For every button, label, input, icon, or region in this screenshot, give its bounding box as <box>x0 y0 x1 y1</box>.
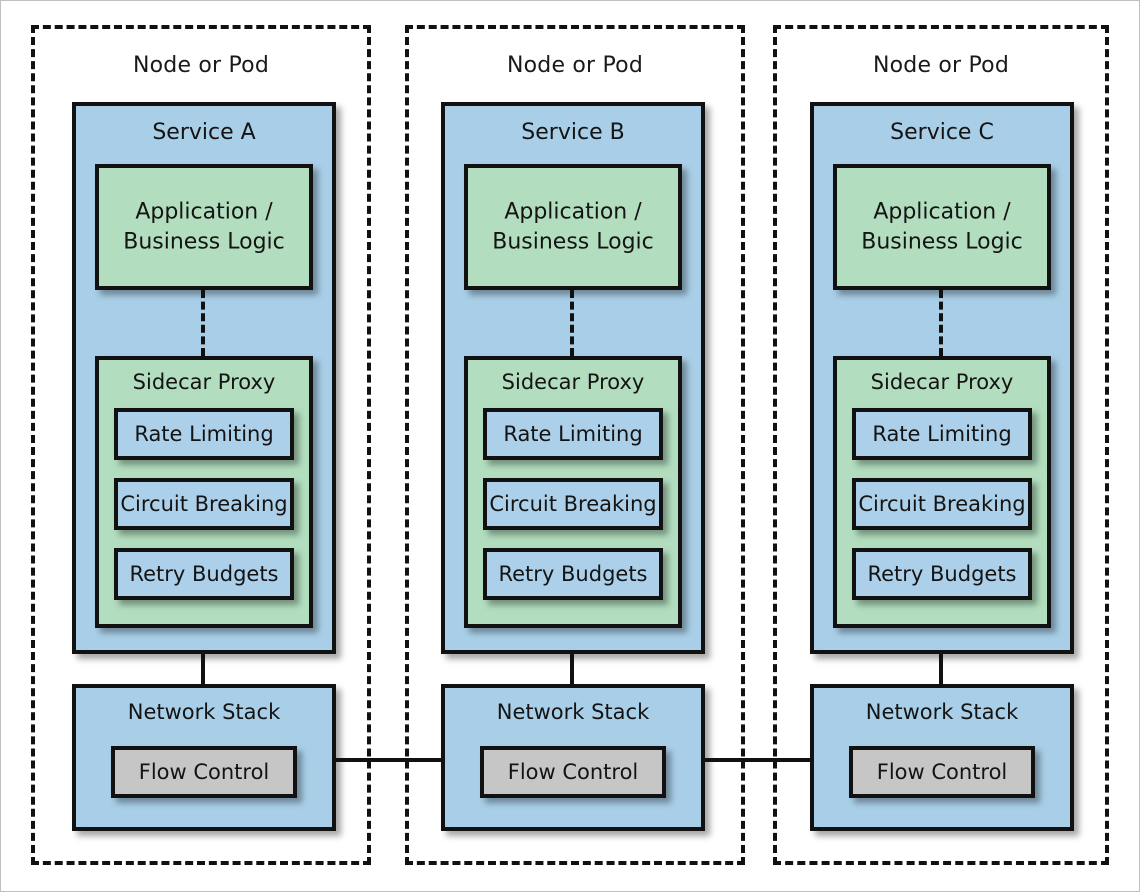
network-link-b-to-c <box>703 758 813 762</box>
flow-control-box-a: Flow Control <box>111 746 297 798</box>
feature-box-retry-budgets-c: Retry Budgets <box>852 548 1032 600</box>
node-pod-container-b: Node or Pod <box>405 25 745 865</box>
node-pod-label-a: Node or Pod <box>132 53 269 78</box>
service-netstack-connector-a <box>201 651 205 687</box>
application-line2-b: Business Logic <box>492 229 654 254</box>
application-line2-c: Business Logic <box>861 229 1023 254</box>
feature-box-rate-limiting-a: Rate Limiting <box>114 408 294 460</box>
flow-control-box-c: Flow Control <box>849 746 1035 798</box>
application-box-c: Application / Business Logic <box>833 164 1051 290</box>
flow-control-label-a: Flow Control <box>138 760 270 784</box>
application-line1-a: Application / <box>135 199 273 225</box>
service-netstack-connector-c <box>939 651 943 687</box>
feature-box-rate-limiting-b: Rate Limiting <box>483 408 663 460</box>
feature-label-retry-budgets-a: Retry Budgets <box>129 562 279 586</box>
application-label-b: Application / Business Logic <box>468 197 678 256</box>
application-line1-b: Application / <box>504 199 642 225</box>
network-stack-title-c: Network Stack <box>865 700 1019 724</box>
feature-label-retry-budgets-c: Retry Budgets <box>867 562 1017 586</box>
application-label-a: Application / Business Logic <box>99 197 309 256</box>
service-netstack-connector-b <box>570 651 574 687</box>
node-pod-container-a: Node or Pod <box>31 25 371 865</box>
feature-label-circuit-breaking-b: Circuit Breaking <box>489 492 657 516</box>
feature-box-circuit-breaking-c: Circuit Breaking <box>852 478 1032 530</box>
application-line1-c: Application / <box>873 199 1011 225</box>
service-title-a: Service A <box>152 120 256 145</box>
application-label-c: Application / Business Logic <box>837 197 1047 256</box>
feature-label-circuit-breaking-a: Circuit Breaking <box>120 492 288 516</box>
feature-box-retry-budgets-b: Retry Budgets <box>483 548 663 600</box>
feature-label-rate-limiting-b: Rate Limiting <box>503 422 643 446</box>
feature-label-rate-limiting-c: Rate Limiting <box>872 422 1012 446</box>
feature-box-circuit-breaking-a: Circuit Breaking <box>114 478 294 530</box>
flow-control-box-b: Flow Control <box>480 746 666 798</box>
app-sidecar-connector-a <box>201 290 205 356</box>
feature-label-circuit-breaking-c: Circuit Breaking <box>858 492 1026 516</box>
sidecar-proxy-title-a: Sidecar Proxy <box>132 370 276 394</box>
flow-control-label-c: Flow Control <box>876 760 1008 784</box>
feature-label-rate-limiting-a: Rate Limiting <box>134 422 274 446</box>
network-link-a-to-b <box>334 758 444 762</box>
feature-label-retry-budgets-b: Retry Budgets <box>498 562 648 586</box>
node-pod-container-c: Node or Pod <box>773 25 1109 865</box>
sidecar-proxy-title-b: Sidecar Proxy <box>501 370 645 394</box>
feature-box-circuit-breaking-b: Circuit Breaking <box>483 478 663 530</box>
service-title-b: Service B <box>521 120 625 145</box>
app-sidecar-connector-c <box>939 290 943 356</box>
network-stack-title-b: Network Stack <box>496 700 650 724</box>
application-box-a: Application / Business Logic <box>95 164 313 290</box>
flow-control-label-b: Flow Control <box>507 760 639 784</box>
node-pod-label-b: Node or Pod <box>506 53 643 78</box>
feature-box-rate-limiting-c: Rate Limiting <box>852 408 1032 460</box>
app-sidecar-connector-b <box>570 290 574 356</box>
feature-box-retry-budgets-a: Retry Budgets <box>114 548 294 600</box>
network-stack-title-a: Network Stack <box>127 700 281 724</box>
application-line2-a: Business Logic <box>123 229 285 254</box>
node-pod-label-c: Node or Pod <box>872 53 1009 78</box>
service-title-c: Service C <box>890 120 994 145</box>
application-box-b: Application / Business Logic <box>464 164 682 290</box>
sidecar-proxy-title-c: Sidecar Proxy <box>870 370 1014 394</box>
